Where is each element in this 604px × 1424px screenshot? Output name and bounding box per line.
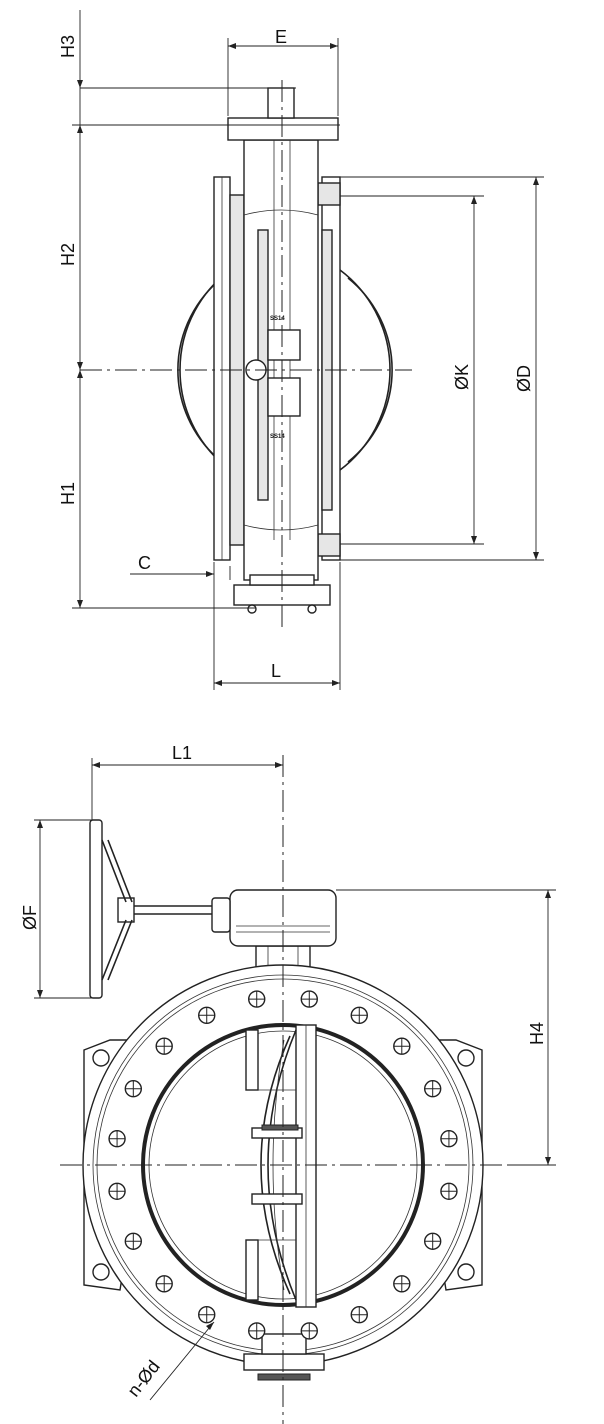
label-l1: L1 [172,743,192,763]
bolt-hole [393,1037,411,1055]
bolt-hole [124,1232,143,1250]
bolt-hole [393,1275,411,1293]
bolt-hole [300,1322,318,1340]
disc [245,1024,317,1308]
bolt-hole [248,990,266,1008]
bolt-hole [124,1080,143,1098]
side-view: SS14 SS14 [58,10,544,690]
bolt-hole [198,1006,216,1025]
label-h1: H1 [58,482,78,505]
bolt-hole [108,1182,126,1200]
label-h3: H3 [58,35,78,58]
stem [267,87,295,119]
front-view: L1 ØF H4 n-Ød [20,743,556,1424]
label-c: C [138,553,151,573]
label-h4: H4 [527,1022,547,1045]
bolt-hole [155,1037,173,1055]
bottom-cap [243,1353,325,1371]
label-h2: H2 [58,243,78,266]
side-top-mark: SS14 [270,316,285,322]
bolt-hole [198,1305,216,1324]
label-nd: n-Ød [123,1357,163,1401]
side-bottom-mark: SS14 [270,434,285,440]
label-l: L [271,661,281,681]
label-d: ØD [514,365,534,392]
bolt-hole [440,1182,458,1200]
label-e: E [275,27,287,47]
top-mount-pad [227,117,339,141]
bolt-hole [440,1130,458,1148]
bolt-hole [248,1322,266,1340]
bolt-hole [423,1080,442,1098]
handwheel [89,819,103,999]
bolt-hole [423,1232,442,1250]
bolt-hole [155,1275,173,1293]
label-k: ØK [452,364,472,390]
bolt-hole [108,1130,126,1148]
label-f: ØF [20,905,40,930]
bolt-hole [300,990,318,1008]
bolt-hole [350,1305,368,1324]
bolt-hole [350,1006,368,1025]
bolt-holes [108,990,458,1340]
